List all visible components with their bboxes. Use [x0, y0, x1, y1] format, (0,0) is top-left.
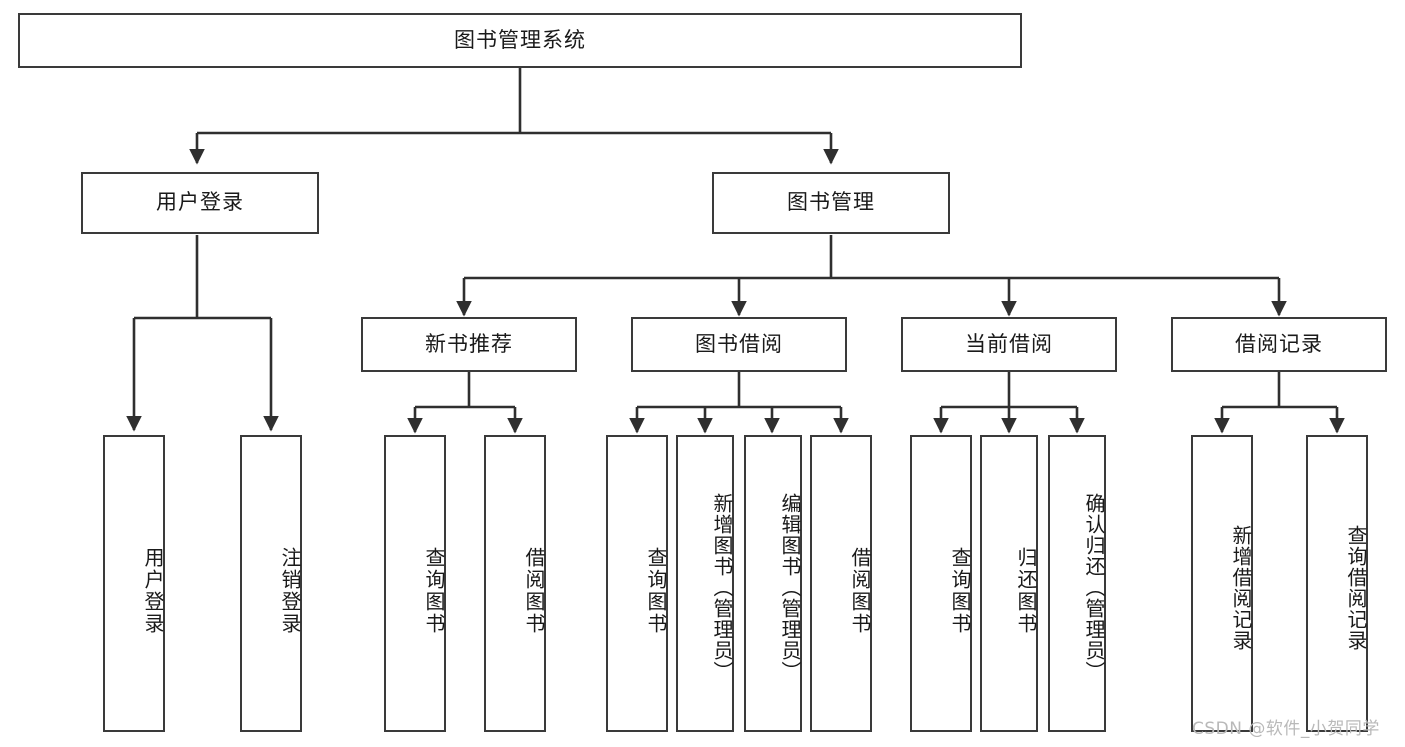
- node-book-borrow[interactable]: 图书借阅: [631, 317, 847, 372]
- leaf-current-confirm-return-admin[interactable]: 确认归还（管理员）: [1048, 435, 1106, 732]
- leaf-record-query-record[interactable]: 查询借阅记录: [1306, 435, 1368, 732]
- node-label: 注销登录: [278, 546, 302, 635]
- node-label: 用户登录: [156, 190, 244, 215]
- node-label: 查询图书: [644, 546, 668, 635]
- leaf-borrow-query-book[interactable]: 查询图书: [606, 435, 668, 732]
- node-label: 用户登录: [141, 546, 165, 635]
- node-book-management[interactable]: 图书管理: [712, 172, 950, 234]
- leaf-recommend-query-book[interactable]: 查询图书: [384, 435, 446, 732]
- node-label: 归还图书: [1014, 546, 1038, 635]
- node-new-book-recommend[interactable]: 新书推荐: [361, 317, 577, 372]
- node-label: 当前借阅: [965, 331, 1053, 356]
- leaf-recommend-borrow-book[interactable]: 借阅图书: [484, 435, 546, 732]
- node-label: 新增图书（管理员）: [710, 493, 734, 682]
- leaf-record-add-record[interactable]: 新增借阅记录: [1191, 435, 1253, 732]
- node-label: 新增借阅记录: [1229, 524, 1253, 651]
- leaf-current-query-book[interactable]: 查询图书: [910, 435, 972, 732]
- node-label: 图书管理系统: [454, 27, 586, 52]
- leaf-borrow-borrow-book[interactable]: 借阅图书: [810, 435, 872, 732]
- node-label: 查询借阅记录: [1344, 524, 1368, 651]
- node-label: 图书管理: [787, 190, 875, 215]
- leaf-borrow-edit-book-admin[interactable]: 编辑图书（管理员）: [744, 435, 802, 732]
- node-user-login[interactable]: 用户登录: [81, 172, 319, 234]
- node-borrow-record[interactable]: 借阅记录: [1171, 317, 1387, 372]
- leaf-current-return-book[interactable]: 归还图书: [980, 435, 1038, 732]
- csdn-watermark: CSDN @软件_小贺同学: [1192, 719, 1380, 739]
- node-label: 确认归还（管理员）: [1082, 493, 1106, 682]
- node-label: 借阅图书: [848, 546, 872, 635]
- node-label: 借阅图书: [522, 546, 546, 635]
- node-label: 编辑图书（管理员）: [778, 493, 802, 682]
- leaf-user-login-logout[interactable]: 注销登录: [240, 435, 302, 732]
- node-label: 查询图书: [948, 546, 972, 635]
- node-root-library-system[interactable]: 图书管理系统: [18, 13, 1022, 68]
- node-label: 新书推荐: [425, 331, 513, 356]
- node-label: 图书借阅: [695, 331, 783, 356]
- node-label: 借阅记录: [1235, 331, 1323, 356]
- node-label: 查询图书: [422, 546, 446, 635]
- leaf-borrow-add-book-admin[interactable]: 新增图书（管理员）: [676, 435, 734, 732]
- node-current-borrow[interactable]: 当前借阅: [901, 317, 1117, 372]
- leaf-user-login-login[interactable]: 用户登录: [103, 435, 165, 732]
